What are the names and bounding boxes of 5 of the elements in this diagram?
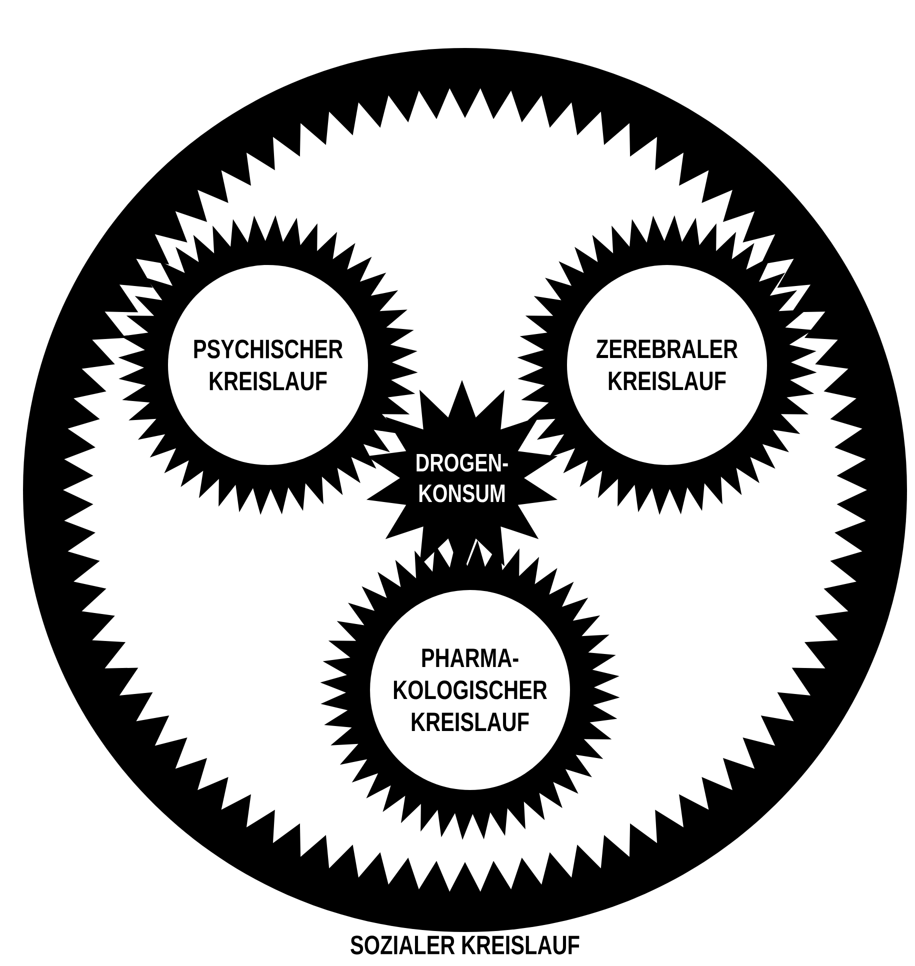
gear-drawing: PSYCHISCHER KREISLAUF bbox=[118, 215, 418, 515]
node-label: DROGEN- KONSUM bbox=[416, 454, 508, 502]
gear-drawing: PHARMA- KOLOGISCHER KREISLAUF bbox=[320, 540, 620, 840]
node-label: SOZIALER KREISLAUF bbox=[350, 936, 580, 954]
gear-drawing: ZEREBRALER KREISLAUF bbox=[517, 215, 817, 515]
